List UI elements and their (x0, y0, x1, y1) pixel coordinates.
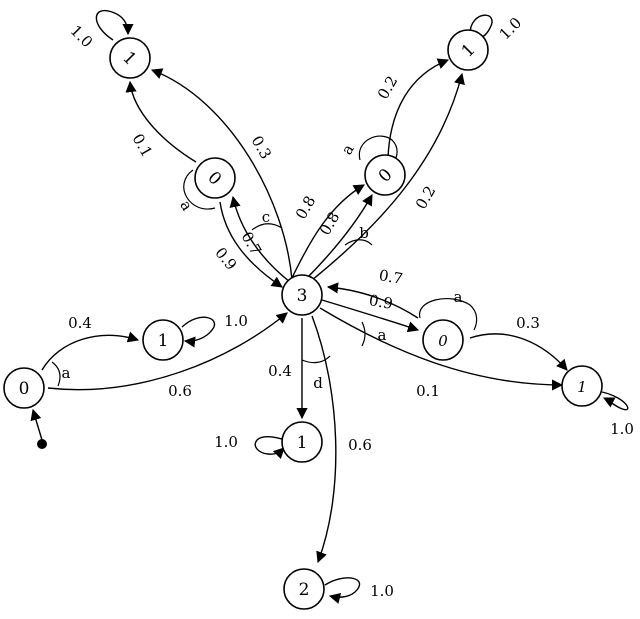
edge-center-ne0-outer (289, 184, 365, 283)
edge-label-center-s1: 0.4 (268, 362, 292, 380)
initial-state-dot (37, 439, 47, 449)
edge-label-nw0-center: 0.9 (211, 244, 240, 274)
action-label-e-center: a (378, 326, 387, 344)
edge-center-ne1 (311, 72, 465, 281)
action-arc-b (344, 239, 373, 246)
edge-s1-loop (254, 435, 286, 460)
edge-e0-center (326, 282, 419, 319)
action-arc-e0 (419, 297, 478, 331)
edge-label-s2-loop: 1.0 (370, 582, 394, 600)
edge-center-s2 (311, 315, 337, 564)
state-e1-label: 1 (577, 378, 587, 396)
state-e0-label: 0 (438, 332, 448, 350)
state-s2 (283, 568, 325, 610)
edge-label-w1-loop: 1.0 (224, 312, 248, 330)
state-ne1 (447, 29, 489, 71)
edge-label-center-nw1: 0.3 (248, 133, 276, 163)
action-label-c: c (262, 208, 270, 226)
edge-label-e0-center: 0.7 (378, 266, 405, 288)
edge-label-nw0-nw1: 0.1 (129, 131, 157, 161)
edge-s2-loop (324, 577, 361, 604)
edge-label-center-ne0-inner: 0.8 (316, 209, 344, 239)
edge-start-center (47, 312, 288, 391)
action-arc-nw0 (183, 169, 216, 210)
edge-e0-e1 (469, 333, 568, 371)
edge-label-center-e0: 0.9 (368, 291, 395, 313)
edge-ne0-ne1 (387, 58, 450, 159)
state-s1-label: 1 (297, 433, 308, 453)
edge-center-nw1 (150, 68, 293, 281)
action-arc-e-center (361, 321, 366, 347)
edge-w1-loop (181, 316, 216, 348)
state-center (281, 274, 323, 316)
edge-nw1-loop (95, 9, 134, 41)
edge-nw0-center (219, 201, 283, 288)
edge-nw0-nw1 (125, 80, 197, 163)
edge-label-center-s2: 0.6 (348, 436, 372, 454)
action-label-d: d (313, 374, 323, 392)
state-nw1 (109, 37, 151, 79)
edge-start-w1 (41, 331, 140, 371)
edge-e1-loop (601, 391, 629, 411)
edge-label-nw1-loop: 1.0 (67, 22, 97, 52)
state-ne0 (364, 154, 406, 196)
edge-center-e1 (319, 307, 564, 391)
edge-center-nw0 (229, 195, 291, 283)
edge-label-start-w1: 0.4 (68, 314, 92, 332)
state-s2-label: 2 (299, 580, 310, 600)
state-start-label: 0 (19, 379, 30, 399)
action-label-start: a (62, 364, 71, 382)
state-nw0 (194, 157, 236, 199)
state-w1-label: 1 (158, 331, 169, 351)
edge-initial-arrow (30, 408, 43, 441)
edge-label-e1-loop: 1.0 (610, 420, 634, 438)
state-e0 (422, 319, 464, 361)
edge-label-center-e1: 0.1 (416, 382, 440, 400)
edge-label-center-ne0-outer: 0.8 (292, 193, 320, 223)
action-label-e0: a (454, 288, 463, 306)
action-arc-ne0 (358, 135, 398, 161)
action-arc-c (251, 223, 283, 231)
edge-label-ne0-ne1: 0.2 (374, 73, 402, 103)
action-label-nw0: a (176, 197, 196, 214)
edge-label-s1-loop: 1.0 (214, 433, 238, 451)
action-label-b: b (359, 224, 369, 242)
edge-center-e0 (321, 299, 420, 333)
action-label-ne0: a (338, 141, 358, 158)
edge-label-e0-e1: 0.3 (516, 314, 540, 332)
edge-label-center-ne1: 0.2 (412, 183, 440, 213)
action-arc-start (51, 361, 61, 387)
state-e1 (561, 365, 603, 407)
state-center-label: 3 (297, 286, 308, 306)
edge-label-start-center: 0.6 (168, 382, 192, 400)
state-w1 (142, 319, 184, 361)
state-s1 (281, 421, 323, 463)
edge-label-ne1-loop: 1.0 (496, 14, 526, 44)
state-start (3, 367, 45, 409)
edge-center-ne0-inner (304, 194, 373, 281)
action-arc-d (301, 355, 331, 364)
